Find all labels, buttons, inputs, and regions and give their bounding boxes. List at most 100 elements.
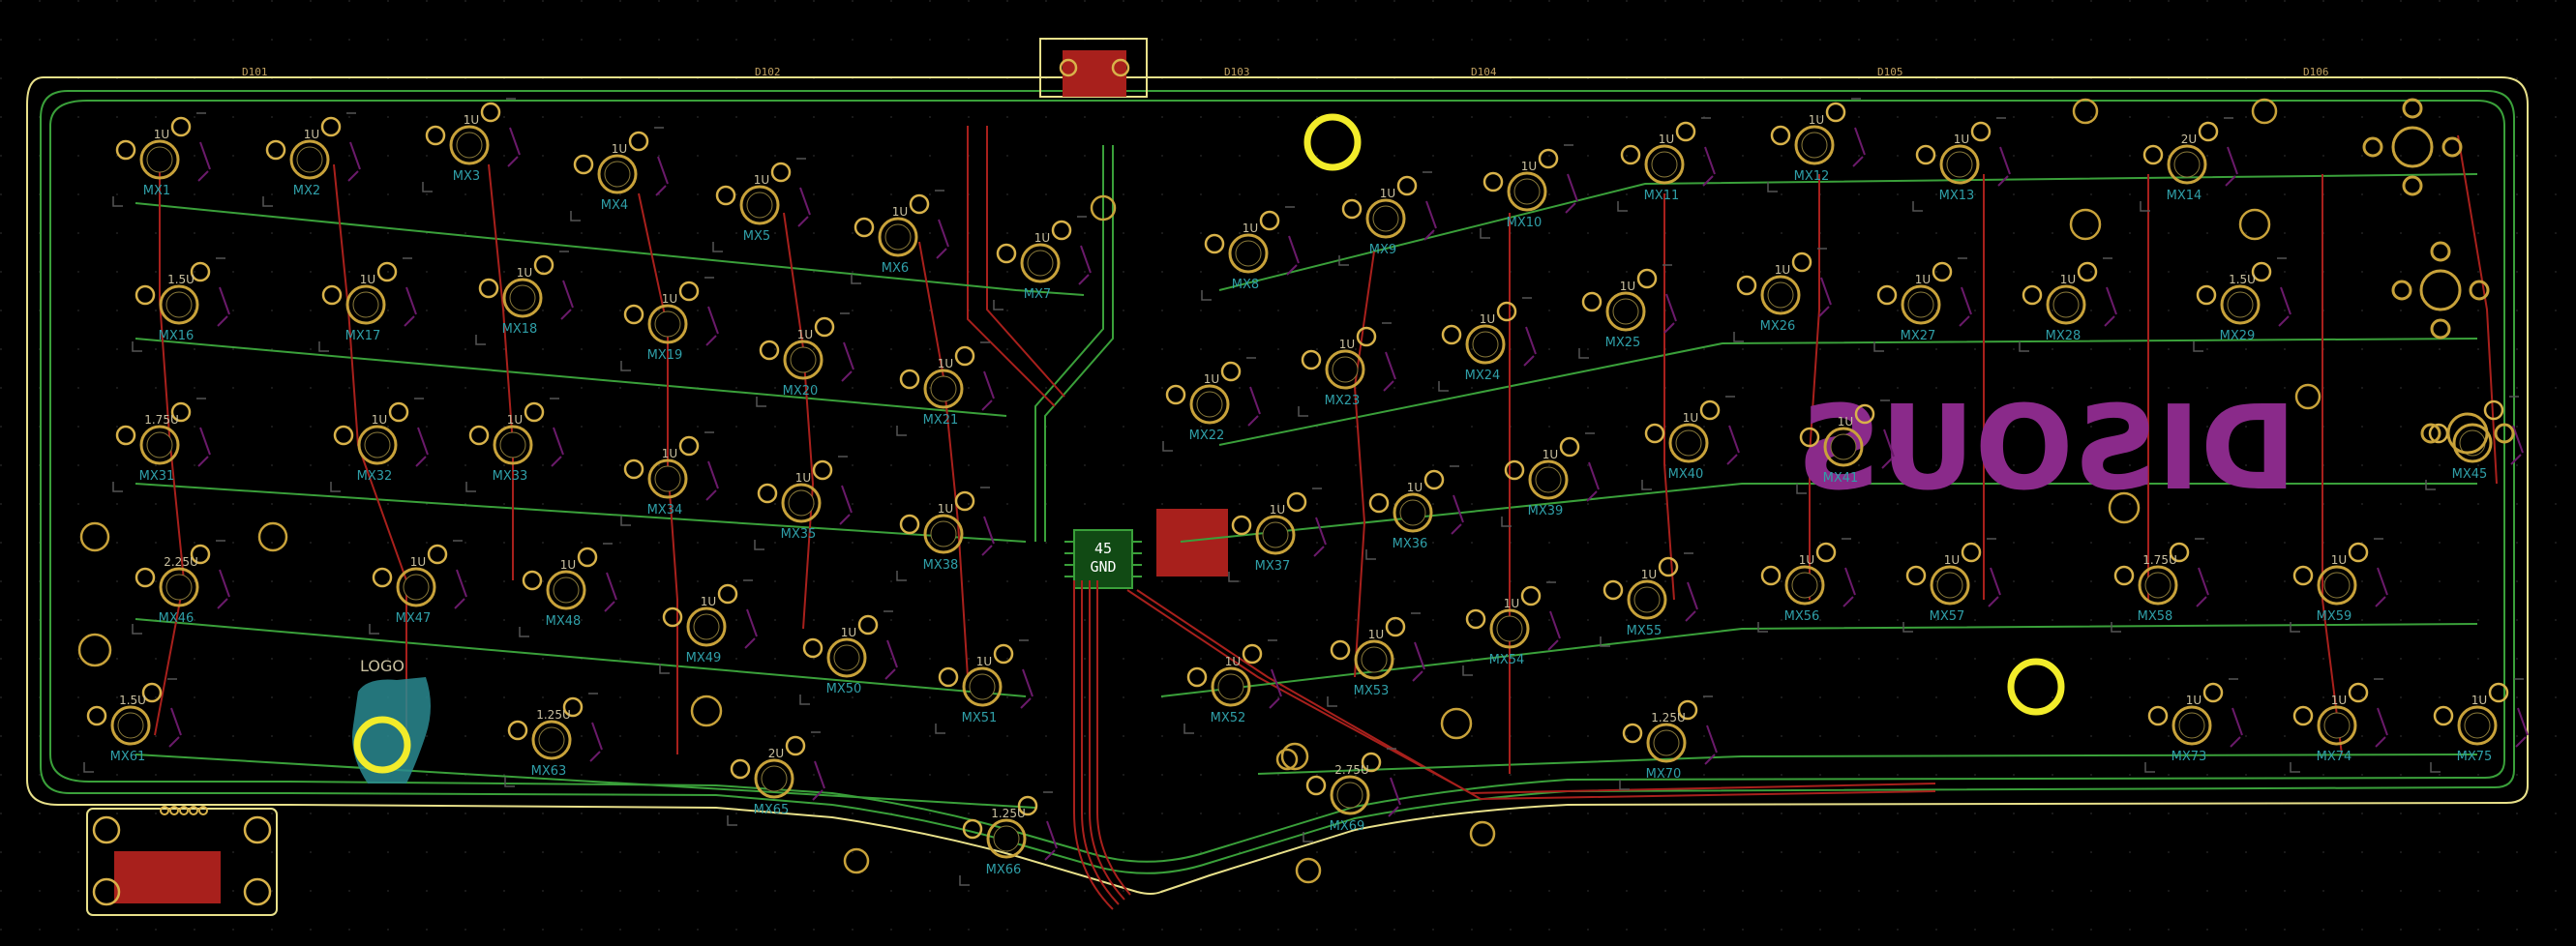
switch-label: MX37 [1255, 559, 1291, 574]
switch-pin [1286, 491, 1307, 513]
diode-outline [1685, 581, 1698, 622]
switch-label: MX59 [2317, 609, 2352, 624]
switch-pin [1620, 144, 1641, 165]
switch-center-drill [352, 291, 379, 318]
switch-label: MX56 [1784, 609, 1820, 624]
switch-footprints: MX11UMX21UMX31UMX41UMX51UMX61UMX71UMX81U… [83, 98, 2529, 886]
switch-label: MX45 [2452, 467, 2488, 482]
switch-size: 1U [2331, 553, 2347, 567]
switch-center-drill [1217, 673, 1244, 700]
switch-center-drill [2227, 291, 2254, 318]
switch-center-hole [493, 425, 533, 465]
switch-center-drill [2144, 572, 2172, 599]
switch-center-hole [396, 567, 436, 607]
switch-center-drill [1907, 291, 1934, 318]
switch-center-hole [159, 567, 199, 607]
switch-center-hole [962, 666, 1003, 707]
switch-courtyard [620, 431, 714, 526]
switch-center-hole [783, 340, 824, 380]
switch-center-drill [509, 284, 536, 311]
switch-courtyard [2144, 678, 2238, 773]
switch-size: 1U [797, 328, 813, 341]
switch-pin [1385, 616, 1406, 637]
switch-courtyard [1873, 257, 1967, 352]
switch-center-hole [878, 217, 918, 257]
switch-label: MX53 [1354, 684, 1390, 698]
switch-size: 1U [1339, 338, 1355, 351]
switch-pin [1361, 752, 1382, 773]
switch-size: 2U [2181, 133, 2197, 146]
diode-outline [2104, 286, 2117, 327]
switch-size: 1.25U [536, 708, 571, 722]
switch-courtyard [1600, 552, 1693, 647]
switch-label: MX13 [1939, 189, 1975, 203]
switch-courtyard [727, 731, 821, 826]
diode-outline [841, 341, 854, 382]
switch-center-hole [1507, 171, 1547, 212]
switch-center-hole [2138, 565, 2178, 606]
switch-size: 1U [1407, 481, 1423, 494]
diode-outline [1247, 386, 1261, 427]
switch-center-drill [1675, 429, 1702, 457]
switch-center-drill [1801, 132, 1828, 159]
switch-courtyard [1617, 117, 1711, 212]
diode-outline [1078, 245, 1092, 285]
switch-pin [802, 637, 824, 659]
switch-pin [1396, 175, 1418, 196]
switch-pin [573, 154, 594, 175]
diode-outline [2196, 567, 2209, 607]
switch-label: MX17 [345, 329, 381, 343]
switch-pin [320, 116, 342, 137]
switch-size: 1U [1775, 263, 1790, 277]
copper-pad-block [1156, 509, 1228, 576]
switch-label: MX12 [1794, 169, 1830, 184]
switch-center-drill [930, 375, 957, 402]
switch-size: 1U [1225, 655, 1241, 668]
diode-outline [812, 760, 825, 801]
switch-pin [1677, 699, 1698, 721]
switch-size: 1.25U [991, 807, 1026, 820]
switch-pin [1520, 585, 1542, 606]
switch-courtyard [851, 190, 944, 284]
switch-courtyard [83, 678, 177, 773]
switch-pin [1760, 565, 1782, 586]
switch-pin [1905, 565, 1927, 586]
switch-pin [1231, 515, 1252, 536]
switch-center-hole [1211, 666, 1251, 707]
switch-size: 1U [938, 357, 953, 370]
switch-pin [577, 547, 598, 568]
switch-center-drill [1633, 586, 1661, 613]
switch-courtyard [754, 456, 848, 550]
switch-center-drill [1196, 391, 1223, 418]
switch-pin [1825, 102, 1846, 123]
board-edge-outline [26, 76, 2529, 895]
mounting-hole [1303, 113, 1362, 171]
diode-outline [1451, 494, 1464, 535]
switch-pin [480, 102, 501, 123]
switch-center-hole [923, 369, 964, 409]
switch-center-drill [403, 574, 430, 601]
switch-courtyard [1303, 748, 1396, 843]
switch-courtyard [369, 540, 463, 635]
switch-label: MX3 [453, 169, 480, 184]
switch-center-drill [117, 712, 144, 739]
switch-courtyard [570, 127, 664, 222]
diode-outline [589, 722, 603, 762]
switch-size: 1U [938, 502, 953, 516]
switch-center-hole [1627, 579, 1667, 620]
switch-center-hole [1760, 275, 1801, 315]
switch-center-hole [139, 425, 180, 465]
switch-center-drill [2173, 151, 2201, 178]
switch-center-hole [647, 458, 688, 499]
switch-courtyard [712, 158, 806, 252]
switch-pin [135, 284, 156, 306]
switch-pin [1017, 795, 1038, 816]
switch-center-drill [456, 132, 483, 159]
